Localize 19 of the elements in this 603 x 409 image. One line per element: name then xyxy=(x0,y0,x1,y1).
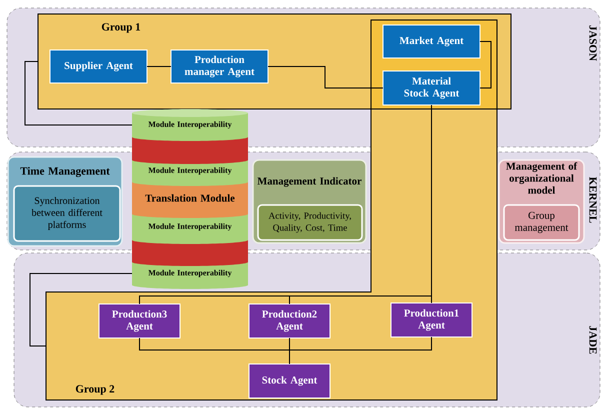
connector-line xyxy=(30,273,132,346)
connector-line xyxy=(431,104,432,304)
agent-box: Material Stock Agent xyxy=(382,70,480,106)
agent-box: Production1 Agent xyxy=(390,302,472,338)
agent-box: Stock Agent xyxy=(248,364,330,398)
cylinder-disc: Module Interoperability xyxy=(132,109,248,141)
connector-line xyxy=(268,66,384,88)
connector-line xyxy=(480,41,492,88)
agent-box: Supplier Agent xyxy=(50,50,148,84)
agent-box: Market Agent xyxy=(382,24,480,58)
connector-line xyxy=(24,61,132,126)
agent-box: Production3 Agent xyxy=(98,304,180,338)
text-box: Activity, Productivity, Quality, Cost, Time xyxy=(257,204,363,241)
agent-box: Production manager Agent xyxy=(170,50,268,84)
text-box: Group management xyxy=(503,204,580,241)
connector-line xyxy=(146,66,172,67)
agent-box: Production2 Agent xyxy=(248,304,330,338)
text-box: Synchronization between different platforms xyxy=(13,185,121,242)
connector-line xyxy=(289,336,432,364)
